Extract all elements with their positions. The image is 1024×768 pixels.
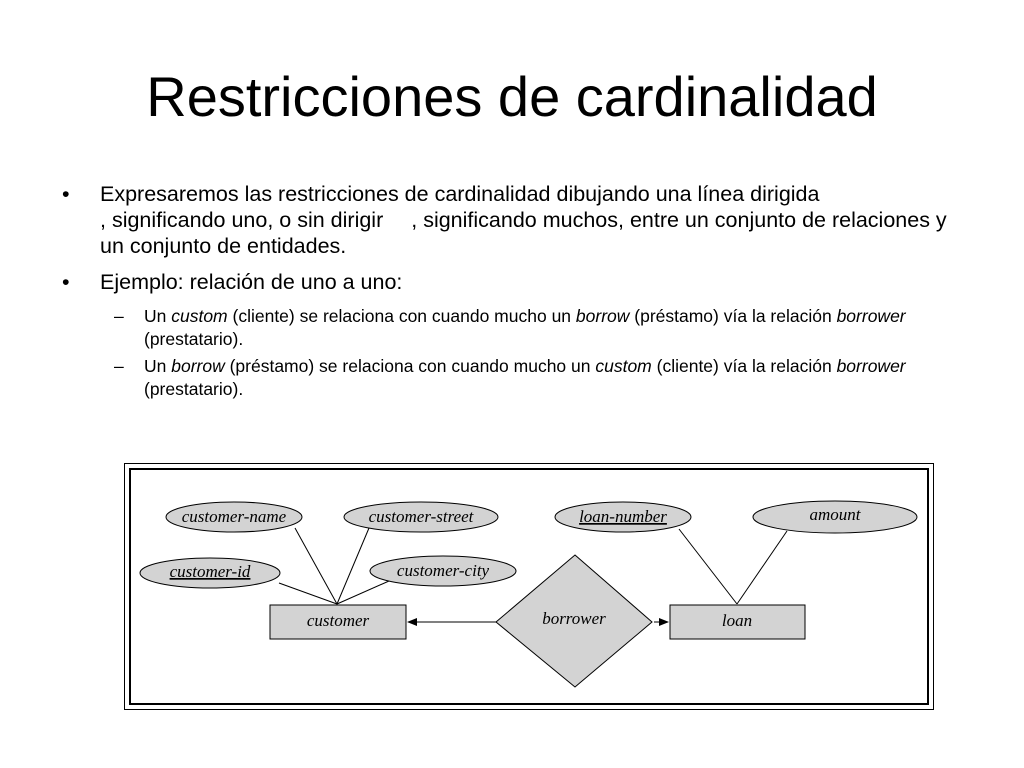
sub-1-text-a: Un — [144, 306, 172, 326]
relationship-borrower — [495, 554, 653, 688]
line-customer-name — [294, 527, 338, 605]
bullet-mark: • — [62, 270, 70, 294]
attr-amount — [752, 500, 918, 534]
attr-amount-label: amount — [810, 505, 862, 524]
attr-customer-city — [369, 555, 517, 587]
bullet-item-2: • Ejemplo: relación de uno a uno: — [62, 269, 972, 295]
bullet-mark: • — [62, 182, 70, 206]
attr-customer-id-label: customer-id — [170, 562, 251, 581]
line-customer-city — [336, 580, 390, 605]
sub-2-italic-a: borrow — [171, 356, 225, 376]
sub-2-italic-b: custom — [595, 356, 652, 376]
bullet-1-part-3: , significando muchos, entre un conjunto… — [100, 208, 947, 258]
sub-2-text-c: (cliente) vía la relación — [651, 356, 837, 376]
attr-customer-id — [139, 557, 281, 589]
sub-bullet-1: – Un custom (cliente) se relaciona con c… — [62, 305, 972, 351]
attr-customer-city-label: customer-city — [397, 561, 490, 580]
sub-1-italic-b: borrow — [575, 306, 630, 326]
bullet-2-text: Ejemplo: relación de uno a uno: — [100, 270, 403, 294]
attr-customer-street — [343, 501, 499, 533]
bullet-item-1: • Expresaremos las restricciones de card… — [62, 181, 972, 259]
er-diagram: customer-name customer-street customer-i… — [139, 500, 918, 688]
sub-2-text-a: Un — [144, 356, 172, 376]
bullet-1-part-2: , significando uno, o sin dirigir — [100, 208, 384, 232]
dash-mark: – — [114, 356, 124, 376]
dash-mark: – — [114, 306, 124, 326]
attr-loan-number-label: loan-number — [579, 507, 667, 526]
sub-2-text-d: (prestatario). — [144, 379, 244, 399]
entity-customer-label: customer — [307, 611, 370, 630]
sub-bullet-2: – Un borrow (préstamo) se relaciona con … — [62, 355, 972, 401]
line-amount — [736, 530, 788, 605]
sub-1-italic-c: borrower — [836, 306, 906, 326]
line-customer-id — [278, 582, 338, 605]
diagram-frame-inner — [129, 468, 929, 705]
sub-1-text-b: (cliente) se relaciona con cuando mucho … — [227, 306, 576, 326]
entity-customer — [269, 604, 407, 640]
bullet-1-part-1: Expresaremos las restricciones de cardin… — [100, 182, 820, 206]
line-loan-number — [678, 528, 738, 605]
attr-customer-name-label: customer-name — [182, 507, 287, 526]
entity-loan-label: loan — [722, 611, 752, 630]
entity-loan — [669, 604, 806, 640]
slide-title: Restricciones de cardinalidad — [146, 65, 878, 128]
sub-2-text-b: (préstamo) se relaciona con cuando mucho… — [224, 356, 596, 376]
line-customer-street — [336, 527, 370, 605]
sub-1-italic-a: custom — [171, 306, 228, 326]
sub-1-text-c: (préstamo) vía la relación — [629, 306, 837, 326]
attr-loan-number — [554, 501, 692, 533]
attr-customer-street-label: customer-street — [369, 507, 475, 526]
attr-customer-name — [165, 501, 303, 533]
sub-2-italic-c: borrower — [836, 356, 906, 376]
sub-1-text-d: (prestatario). — [144, 329, 244, 349]
relationship-borrower-label: borrower — [542, 609, 606, 628]
diagram-frame — [124, 463, 934, 710]
slide-content: • Expresaremos las restricciones de card… — [62, 181, 972, 405]
